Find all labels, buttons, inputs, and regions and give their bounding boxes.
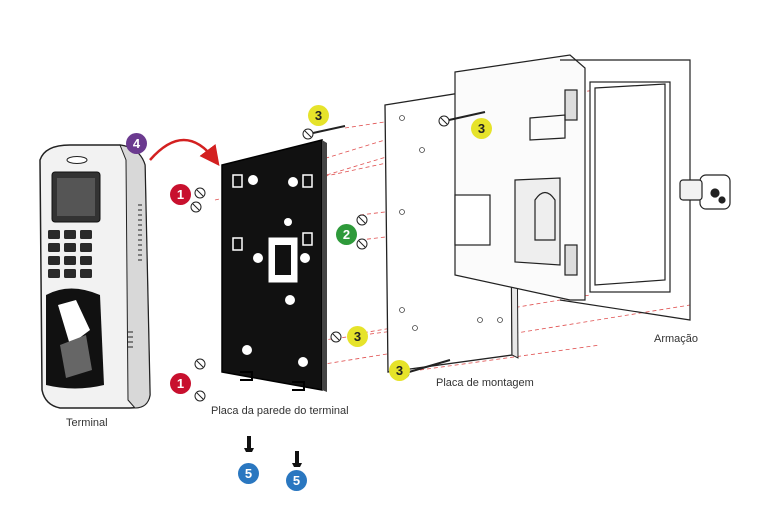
step-badge-5: 5 [286,470,307,491]
step-badge-4: 4 [126,133,147,154]
bolt-icon [244,436,302,467]
label-mounting-plate: Placa de montagem [436,377,534,389]
step-badge-3: 3 [308,105,329,126]
step-badge-3: 3 [347,326,368,347]
step-badge-3: 3 [471,118,492,139]
curved-arrow-icon [149,138,220,166]
terminal-device [39,144,151,409]
door-frame [454,54,691,321]
terminal-wall-plate [221,139,327,392]
step-badge-5: 5 [238,463,259,484]
padlock-icon [679,174,731,210]
step-badge-2: 2 [336,224,357,245]
step-badge-1: 1 [170,373,191,394]
step-badge-3: 3 [389,360,410,381]
step-badge-1: 1 [170,184,191,205]
label-terminal: Terminal [66,417,108,429]
label-wall-plate: Placa da parede do terminal [211,405,349,417]
label-frame: Armação [654,333,699,345]
